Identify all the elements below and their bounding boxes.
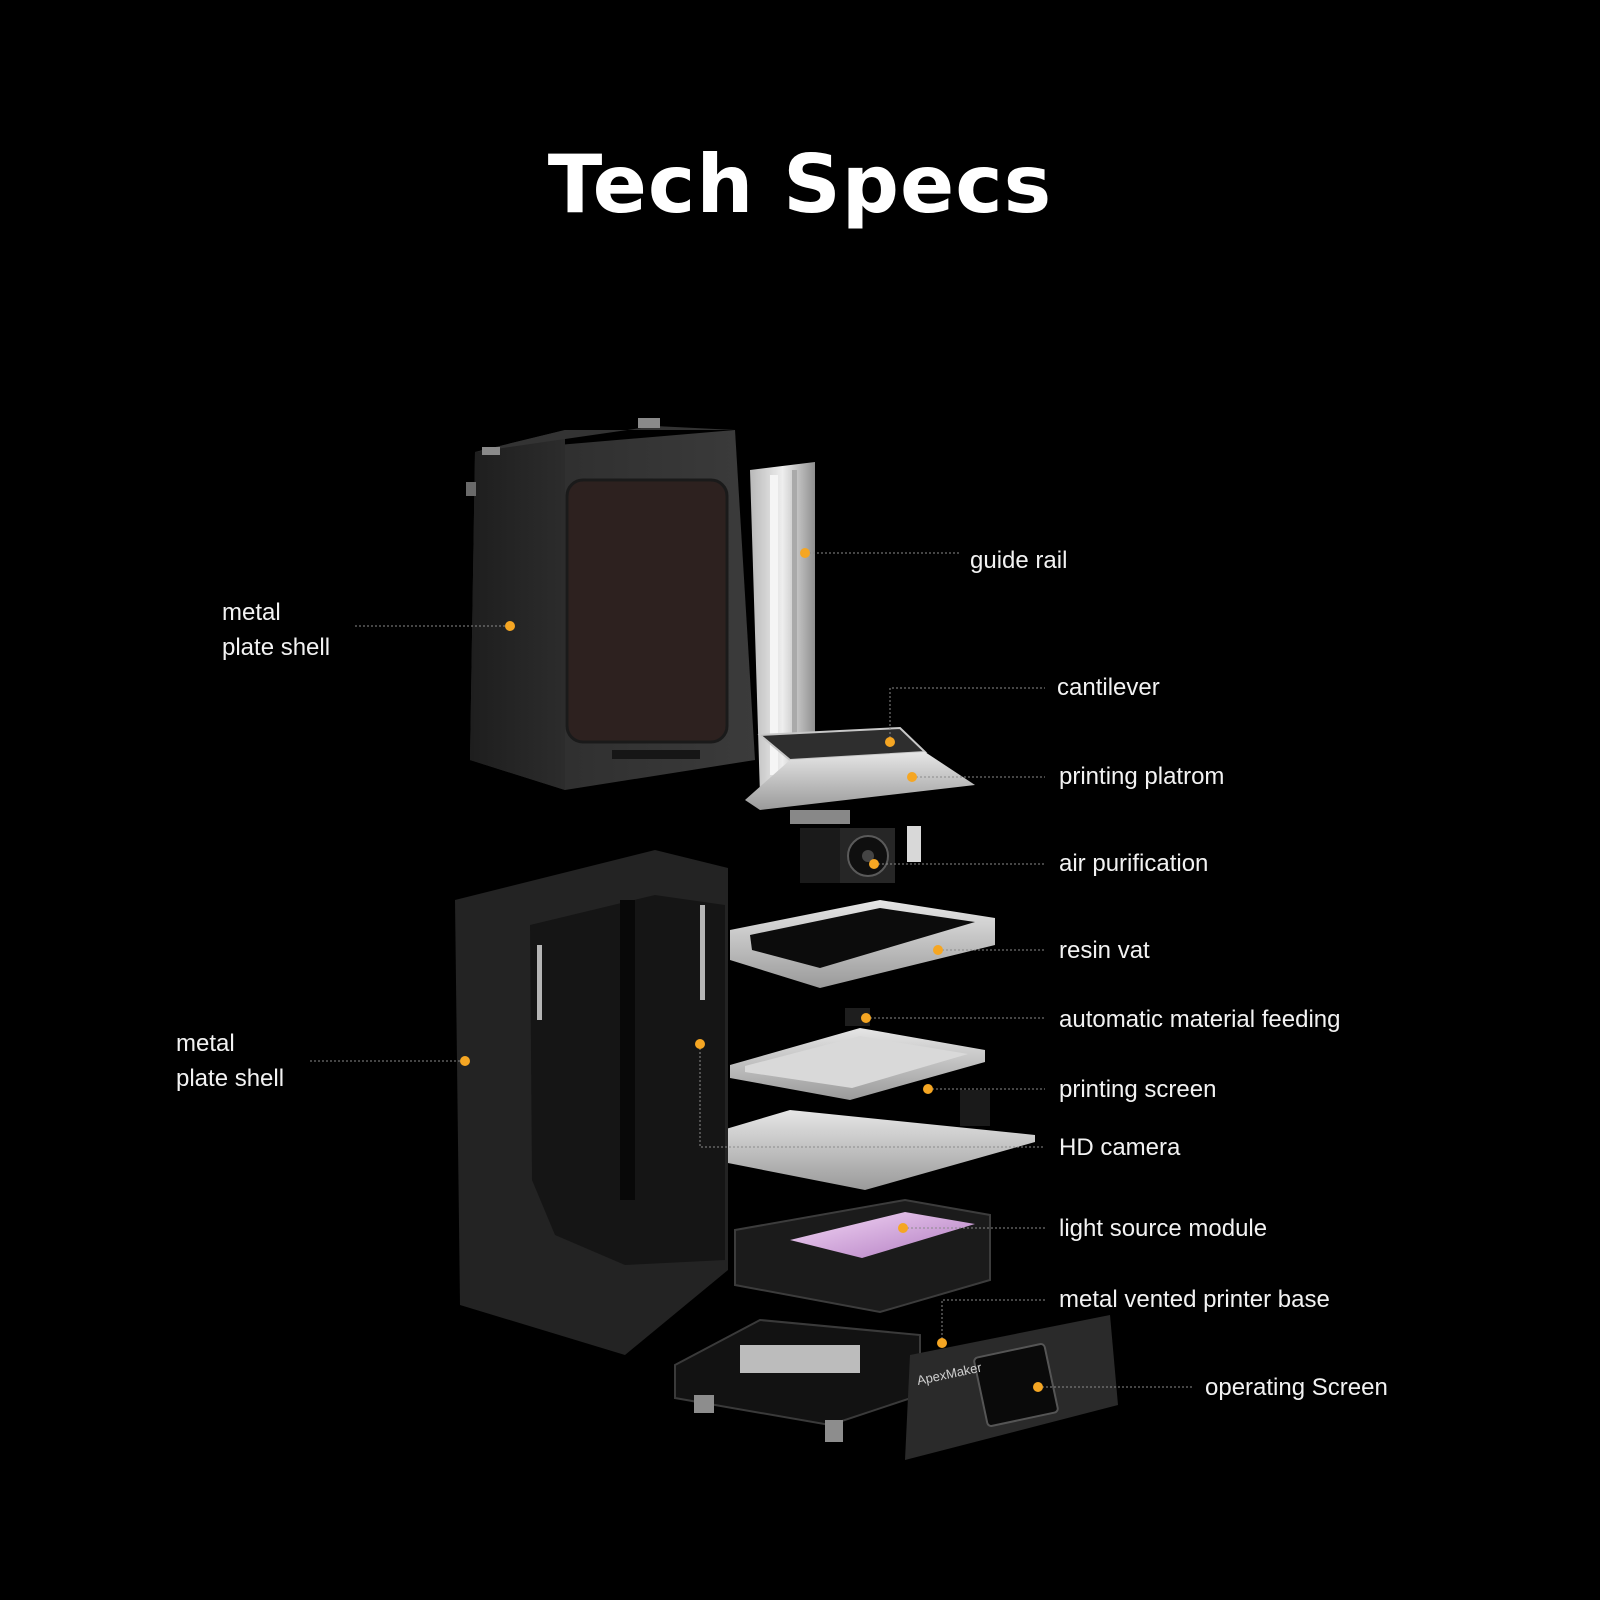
label-light-source-module: light source module: [1059, 1215, 1268, 1242]
callout-dots: [460, 548, 1043, 1392]
label-printing-platrom: printing platrom: [1059, 763, 1225, 790]
page-title: Tech Specs: [547, 138, 1053, 231]
label-guide-rail: guide rail: [970, 547, 1068, 574]
label-hd-camera: HD camera: [1059, 1134, 1181, 1161]
printer-base-part: [674, 1315, 1118, 1460]
cantilever-platform-part: [745, 726, 975, 824]
label-air-purification: air purification: [1059, 850, 1209, 877]
label-metal-vented-printer-base: metal vented printer base: [1059, 1286, 1330, 1313]
label-cantilever: cantilever: [1057, 674, 1160, 701]
guide-rail-part: [750, 462, 815, 795]
printing-screen-part: [730, 1028, 990, 1126]
top-cover-shell: [466, 418, 755, 790]
resin-vat-part: [730, 900, 995, 988]
air-purification-fan: [800, 826, 921, 883]
label-operating-screen: operating Screen: [1205, 1374, 1388, 1401]
label-resin-vat: resin vat: [1059, 937, 1150, 964]
light-source-part: [734, 1198, 991, 1314]
label-metal-plate-shell-top: metal plate shell: [222, 599, 331, 661]
label-metal-plate-shell-bottom: metal plate shell: [176, 1030, 285, 1092]
leader-lines: [310, 552, 1192, 1388]
label-printing-screen: printing screen: [1059, 1076, 1217, 1103]
label-automatic-material-feeding: automatic material feeding: [1059, 1006, 1341, 1033]
lower-body-shell: [455, 850, 728, 1355]
